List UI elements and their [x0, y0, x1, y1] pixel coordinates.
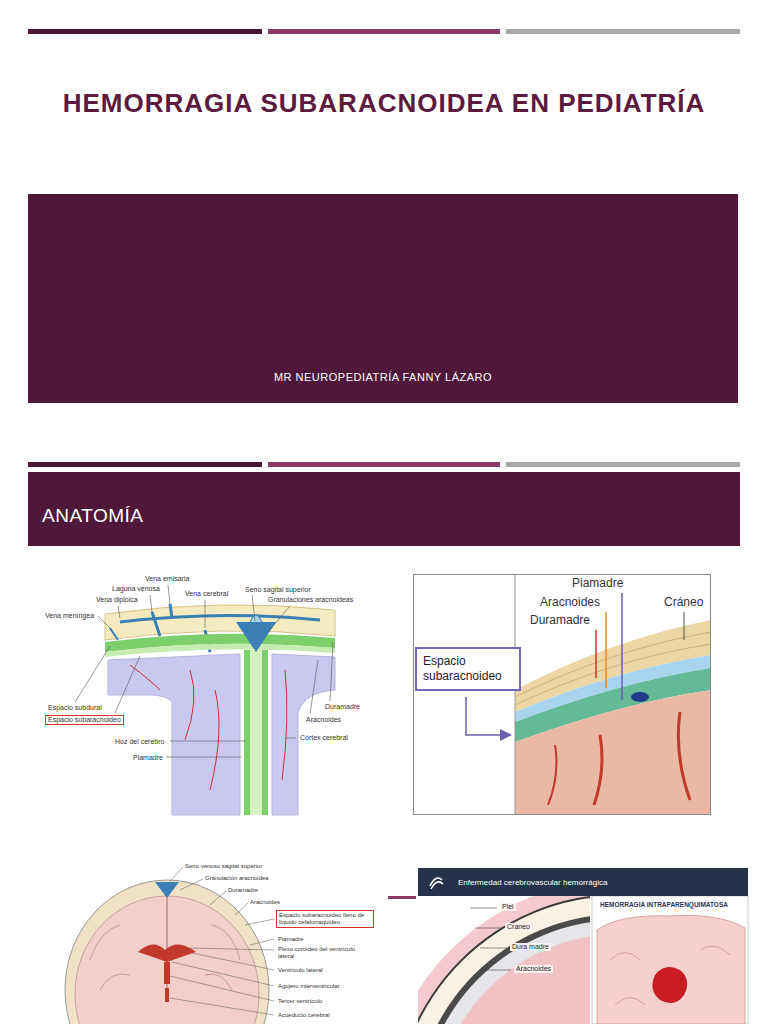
- meninges-figure: [75, 585, 335, 815]
- figure-heading: HEMORRAGIA INTRAPARENQUIMATOSA: [600, 901, 728, 908]
- slide-title: HEMORRAGIA SUBARACNOIDEA EN PEDIATRÍA: [54, 86, 714, 121]
- anatomy-label: Duramadre: [325, 703, 360, 711]
- anatomy-label: Acueducto cerebral: [278, 1012, 330, 1019]
- anatomy-label: Ventrículo lateral: [278, 967, 323, 974]
- anatomy-label: Aracnoides: [514, 965, 553, 973]
- logo-icon: [426, 872, 446, 892]
- meninges-closeup: [414, 575, 712, 816]
- anatomy-label: Piamadre: [278, 936, 304, 943]
- anatomy-label: Aracnoides: [306, 716, 341, 724]
- node-text: ANATOMÍA: [42, 505, 143, 527]
- anatomy-label: Granulaciones aracnoideas: [268, 596, 353, 604]
- anatomy-label: Craneo: [505, 923, 532, 931]
- callout-box: Espacio subaracnoideo: [45, 715, 124, 725]
- section-band: ANATOMÍA: [28, 472, 740, 546]
- node-text: Espacio subaracnoideo lleno de líquido c…: [279, 912, 371, 926]
- node-text: MR NEUROPEDIATRÍA FANNY LÁZARO: [274, 371, 492, 383]
- anatomy-label: Granulación aracnoidea: [205, 875, 269, 882]
- anatomy-label: Cráneo: [664, 596, 703, 610]
- anatomy-label: Agujero interventricular: [278, 983, 340, 990]
- callout-box: Espacio subaracnoideo: [415, 647, 521, 691]
- anatomy-label: Vena diploica: [96, 596, 138, 604]
- anatomy-label: Piamadre: [572, 577, 623, 591]
- anatomy-label: Espacio subdural: [48, 704, 102, 712]
- anatomy-label: Duramadre: [530, 614, 590, 628]
- anatomy-label: Aracnoides: [250, 899, 280, 906]
- anatomy-label: Piel: [500, 903, 516, 911]
- title-band: MR NEUROPEDIATRÍA FANNY LÁZARO: [28, 194, 738, 403]
- anatomy-label: Vena cerebral: [185, 590, 228, 598]
- node-text: Espacio subaracnoideo: [423, 654, 513, 684]
- anatomy-label: Vena meníngea: [45, 612, 94, 620]
- anatomy-label: Piamadre: [133, 754, 163, 762]
- callout-box: Espacio subaracnoideo lleno de líquido c…: [276, 910, 374, 928]
- anatomy-label: Seno venoso sagital superior: [185, 863, 262, 870]
- anatomy-label: Dura madre: [510, 943, 551, 951]
- anatomy-label: Duramadre: [228, 887, 258, 894]
- node-text: Espacio subaracnoideo: [48, 716, 121, 724]
- anatomy-label: Hoz del cerebro: [115, 738, 164, 746]
- node-text: Enfermedad cerebrovascular hemorrágica: [458, 878, 607, 887]
- anatomy-label: Seno sagital superior: [245, 586, 311, 594]
- anatomy-label: Tercer ventrículo: [278, 998, 322, 1005]
- hemorrhage-figure: [380, 880, 768, 1024]
- anatomy-label: Aracnoides: [540, 596, 600, 610]
- anatomy-label: Vena emisaria: [145, 575, 189, 583]
- anatomy-label: Córtex cerebral: [300, 734, 348, 742]
- figure-header: Enfermedad cerebrovascular hemorrágica: [418, 868, 748, 896]
- anatomy-label: Plexo coroideo del ventrículo lateral: [278, 946, 366, 960]
- anatomy-label: Laguna venosa: [112, 585, 160, 593]
- brain-coronal-figure: [65, 867, 274, 1024]
